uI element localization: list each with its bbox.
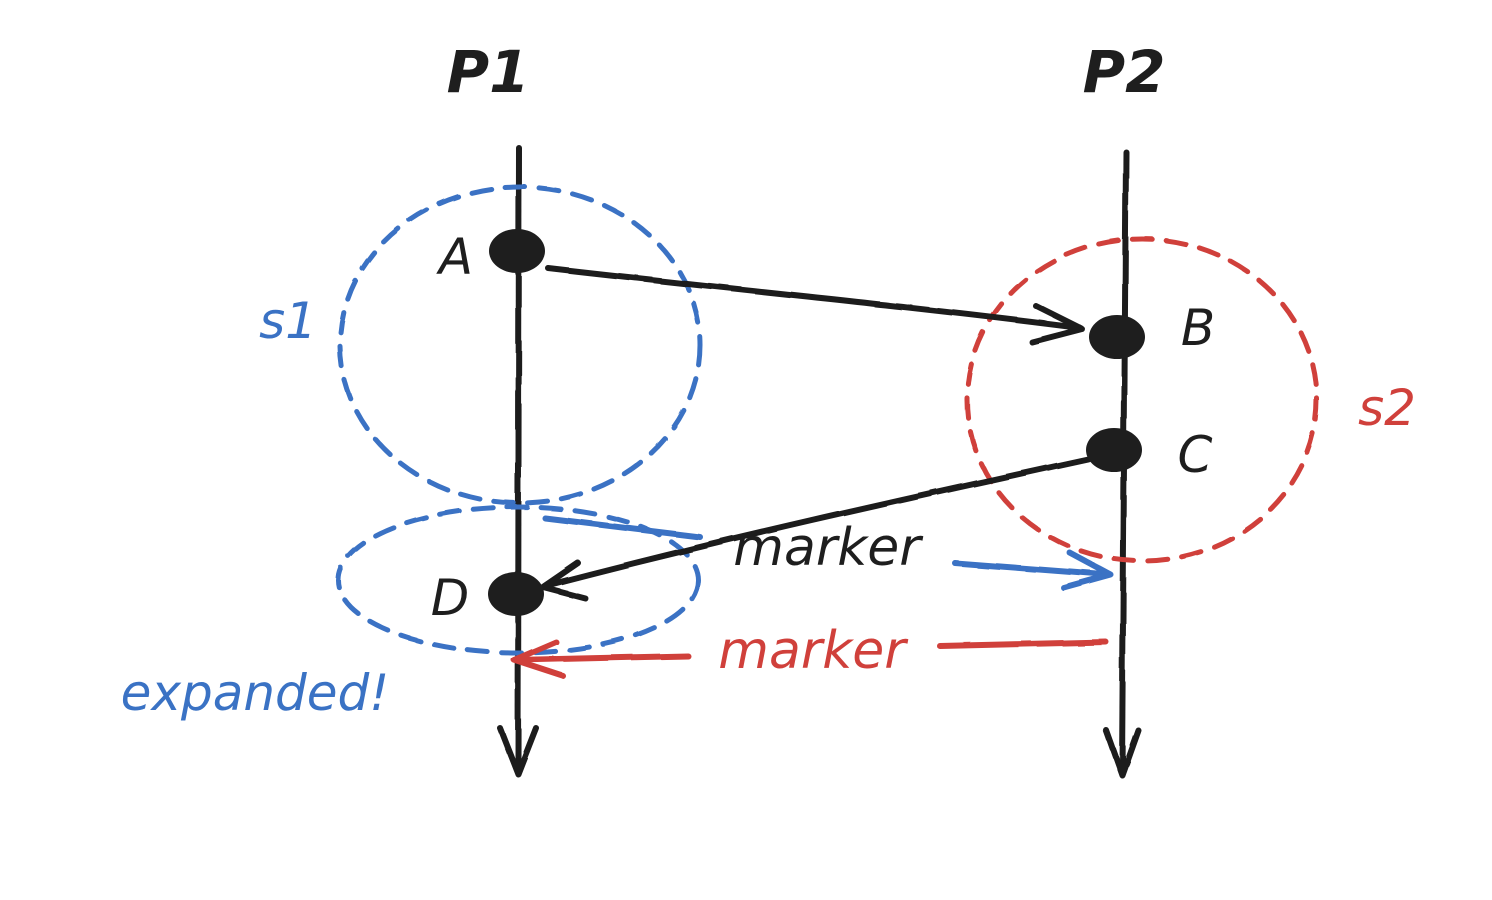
process-label-p1: P1: [447, 38, 530, 106]
blue-marker-arrowhead: [1061, 550, 1114, 591]
event-label-a: A: [436, 228, 473, 286]
marker-label-black: marker: [733, 518, 924, 578]
blue-marker-line-right: [952, 560, 1113, 578]
red-marker-arrowhead: [511, 639, 566, 679]
message-a-to-b: [545, 265, 1083, 331]
message-c-to-d: [542, 456, 1091, 589]
expanded-label: expanded!: [121, 664, 390, 722]
expanded-snapshot-boundary: [335, 504, 701, 656]
marker-label-red: marker: [718, 621, 909, 681]
blue-marker-line-left: [542, 515, 703, 540]
snapshot-s2-boundary: [964, 236, 1320, 564]
snapshot-label-s2: s2: [1358, 379, 1416, 437]
message-c-to-d-arrowhead: [540, 560, 588, 601]
red-marker-line-right: [937, 639, 1109, 649]
process-label-p2: P2: [1083, 38, 1166, 106]
event-dot-d: [488, 572, 544, 616]
snapshot-label-s1: s1: [259, 292, 317, 350]
p1-timeline-arrowhead: [497, 725, 539, 777]
snapshot-s1-boundary: [337, 184, 703, 506]
event-label-d: D: [431, 569, 470, 627]
p2-timeline-arrowhead: [1103, 727, 1141, 778]
event-label-c: C: [1178, 426, 1213, 484]
message-a-to-b-arrowhead: [1029, 303, 1085, 345]
red-marker-line-left: [513, 653, 691, 663]
event-dot-a: [489, 229, 545, 273]
event-dot-c: [1086, 428, 1142, 472]
event-dot-b: [1089, 315, 1145, 359]
event-label-b: B: [1181, 299, 1215, 357]
